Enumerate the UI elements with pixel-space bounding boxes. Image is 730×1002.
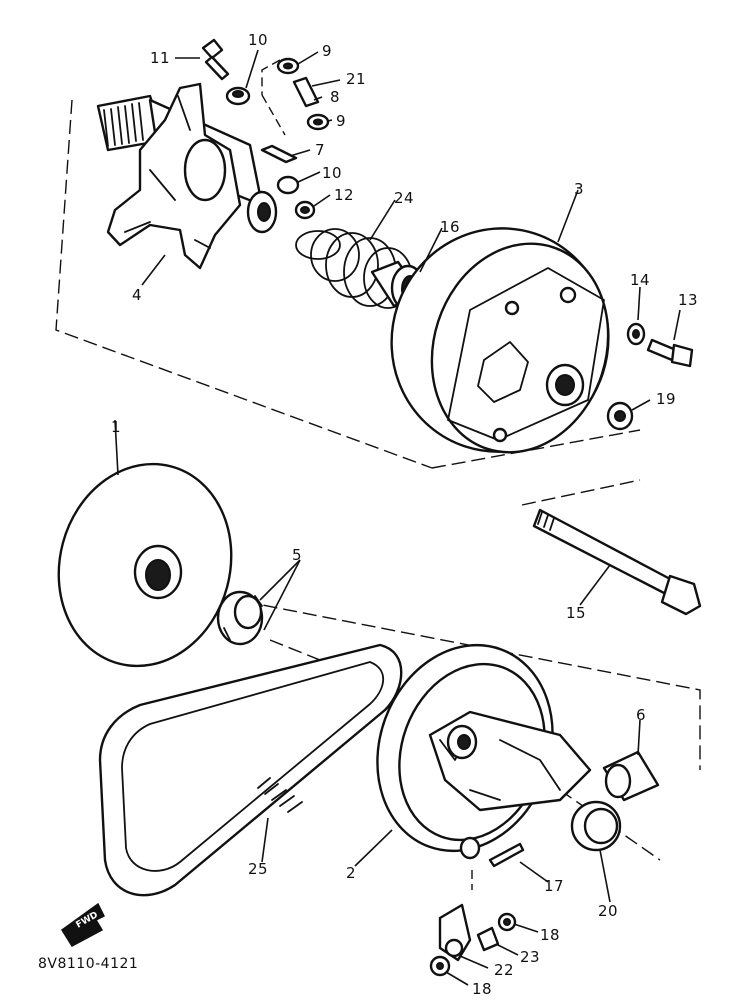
callout-12: 12 <box>334 186 354 204</box>
callout-18-left: 18 <box>472 980 492 998</box>
drive-belt <box>98 643 403 897</box>
drawing-code: 8V8110-4121 <box>38 956 138 972</box>
pin <box>488 842 525 868</box>
hub-hardware <box>201 38 330 220</box>
callout-18-right: 18 <box>540 926 560 944</box>
long-bolt <box>532 508 702 616</box>
callout-2: 2 <box>346 864 356 882</box>
callout-21: 21 <box>346 70 366 88</box>
callout-23: 23 <box>520 948 540 966</box>
callout-4: 4 <box>132 286 142 304</box>
primary-sheave-hub <box>96 82 278 270</box>
callout-14: 14 <box>630 271 650 289</box>
callout-15: 15 <box>566 604 586 622</box>
callout-10-top: 10 <box>248 31 268 49</box>
movable-sheave <box>376 643 592 860</box>
callout-8: 8 <box>330 88 340 106</box>
callout-9-lower: 9 <box>336 112 346 130</box>
callout-25: 25 <box>248 860 268 878</box>
callout-20: 20 <box>598 902 618 920</box>
leader-lines <box>114 49 681 986</box>
sheave-bushing <box>216 590 264 646</box>
callout-6: 6 <box>636 706 646 724</box>
cap-hardware <box>606 322 694 431</box>
callout-7: 7 <box>315 141 325 159</box>
callout-1: 1 <box>111 418 121 436</box>
callout-11: 11 <box>150 49 170 67</box>
callout-16: 16 <box>440 218 460 236</box>
fixed-sheave <box>57 462 233 668</box>
forward-arrow-icon: FWD <box>60 902 106 947</box>
callout-13: 13 <box>678 291 698 309</box>
oil-seal-ring <box>570 800 622 852</box>
weight-assembly <box>429 903 517 977</box>
callout-17: 17 <box>544 877 564 895</box>
callout-19: 19 <box>656 390 676 408</box>
callout-3: 3 <box>574 180 584 198</box>
callout-10-lower: 10 <box>322 164 342 182</box>
sleeve <box>602 750 660 802</box>
callout-9-top: 9 <box>322 42 332 60</box>
callout-22: 22 <box>494 961 514 979</box>
sheave-cap <box>390 227 610 454</box>
callout-24: 24 <box>394 189 414 207</box>
callouts: 11 10 9 21 8 9 7 10 12 24 16 3 4 14 13 1… <box>111 31 698 998</box>
callout-5: 5 <box>292 546 302 564</box>
